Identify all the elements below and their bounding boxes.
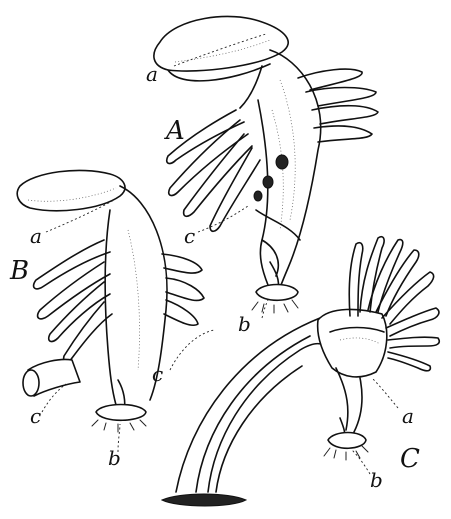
figure-c-label-a: a (402, 406, 414, 426)
figure-c-label-b: b (370, 470, 383, 490)
figure-a-label-a: a (146, 64, 158, 84)
figure-c-label-c: c (152, 364, 163, 384)
figure-a-label-b: b (238, 314, 251, 334)
figure-a-label-c: c (184, 226, 195, 246)
figure-c-title: C (400, 446, 420, 472)
figure-b-label-a: a (30, 226, 42, 246)
figure-a-title: A (166, 118, 185, 144)
figure-b-drawing (17, 170, 204, 452)
figure-b-title: B (10, 258, 29, 284)
figure-b-label-c: c (30, 406, 41, 426)
figure-c-drawing (162, 237, 439, 506)
figure-b-label-b: b (108, 448, 121, 468)
